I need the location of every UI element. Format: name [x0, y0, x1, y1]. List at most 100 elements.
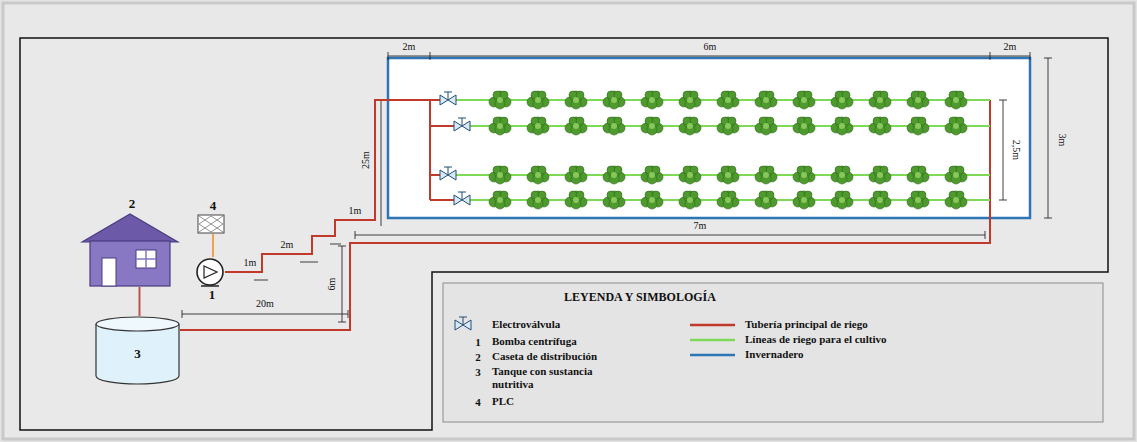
plant [489, 117, 511, 135]
plc-box-shape [197, 214, 229, 234]
plant [869, 166, 891, 184]
plant [793, 191, 815, 209]
plant [717, 191, 739, 209]
callout-number: 4 [197, 198, 229, 214]
dimension-label: 2m [281, 239, 294, 251]
legend-entry: PLC [492, 395, 514, 408]
legend-box [443, 283, 1103, 422]
greenhouse [388, 58, 1030, 218]
legend-entry: Líneas de riego para el cultivo [745, 333, 886, 346]
legend-number: 4 [475, 396, 481, 408]
plant [717, 166, 739, 184]
legend-text: Invernadero [745, 348, 803, 360]
plant [869, 117, 891, 135]
plant [679, 191, 701, 209]
callout-number: 3 [95, 346, 180, 362]
dimension-label: 25m [360, 151, 372, 169]
plant [793, 166, 815, 184]
plant [527, 117, 549, 135]
plant [907, 91, 929, 109]
plant [831, 166, 853, 184]
plant [679, 166, 701, 184]
dimension-label: 1m [349, 205, 362, 217]
plant [831, 191, 853, 209]
page-ground [3, 3, 1134, 439]
plant [793, 91, 815, 109]
irrigation-lines [456, 100, 990, 200]
plants [489, 91, 967, 209]
plc-box: 4 [197, 198, 229, 234]
plant [603, 191, 625, 209]
legend-entry: Tubería principal de riego [745, 318, 868, 331]
dimension-label: 20m [256, 298, 274, 310]
distribution-house: 2 [80, 196, 184, 287]
plant [945, 117, 967, 135]
legend-text: Bomba centrífuga [492, 335, 577, 347]
plant [755, 166, 777, 184]
legend-number: 1 [475, 336, 481, 348]
plant [489, 91, 511, 109]
plant [679, 91, 701, 109]
legend-entry: Caseta de distribución [492, 350, 597, 363]
plant [755, 117, 777, 135]
solenoid-valves [440, 92, 470, 205]
dimension-lines [182, 52, 1052, 322]
pipe-connector [139, 287, 141, 316]
plant [869, 91, 891, 109]
plant [869, 191, 891, 209]
plant [641, 191, 663, 209]
plant [489, 166, 511, 184]
dimension-label: 6m [704, 41, 717, 53]
plant [945, 166, 967, 184]
panel-outline [20, 38, 1108, 430]
legend-text: PLC [492, 395, 514, 407]
plant [603, 117, 625, 135]
plant [907, 166, 929, 184]
plant [527, 166, 549, 184]
plant [641, 166, 663, 184]
plant [641, 91, 663, 109]
legend-text: Caseta de distribución [492, 350, 597, 362]
dimension-label: 1m [244, 257, 257, 269]
legend-text: Tubería principal de riego [745, 318, 868, 330]
plant [527, 91, 549, 109]
plant [565, 91, 587, 109]
legend-title: LEYENDA Y SIMBOLOGÍA [564, 291, 716, 303]
dimension-label: 3m [1056, 134, 1068, 147]
legend-entry: Bomba centrífuga [492, 335, 577, 348]
legend-entry: Tanque con sustancia nutritiva [492, 365, 622, 391]
plant [831, 91, 853, 109]
pipe-connector [212, 234, 214, 257]
plant [565, 191, 587, 209]
plant [755, 91, 777, 109]
plant [945, 191, 967, 209]
centrifugal-pump: 1 [195, 257, 229, 303]
plant [565, 117, 587, 135]
plant [831, 117, 853, 135]
legend-entry: Electroválvula [492, 318, 560, 331]
dimension-label: 7m [694, 220, 707, 232]
callout-number: 2 [80, 196, 184, 212]
plant [717, 117, 739, 135]
plant [565, 166, 587, 184]
plant [907, 191, 929, 209]
legend-number: 2 [475, 351, 481, 363]
legend-number: 3 [475, 366, 481, 378]
nutrient-tank: 3 [95, 316, 184, 386]
plant [603, 166, 625, 184]
plant [641, 117, 663, 135]
plant [717, 91, 739, 109]
legend-samples [455, 317, 735, 355]
legend-text: Líneas de riego para el cultivo [745, 333, 886, 345]
plant [603, 91, 625, 109]
plant [527, 191, 549, 209]
callout-number: 1 [195, 287, 229, 303]
dimension-label: 6m [326, 278, 338, 291]
dimension-label: 2m [403, 41, 416, 53]
plant [489, 191, 511, 209]
plant [679, 117, 701, 135]
distribution-house-shape [80, 212, 184, 287]
legend-text: Tanque con sustancia nutritiva [492, 365, 592, 390]
legend-entry: Invernadero [745, 348, 803, 361]
